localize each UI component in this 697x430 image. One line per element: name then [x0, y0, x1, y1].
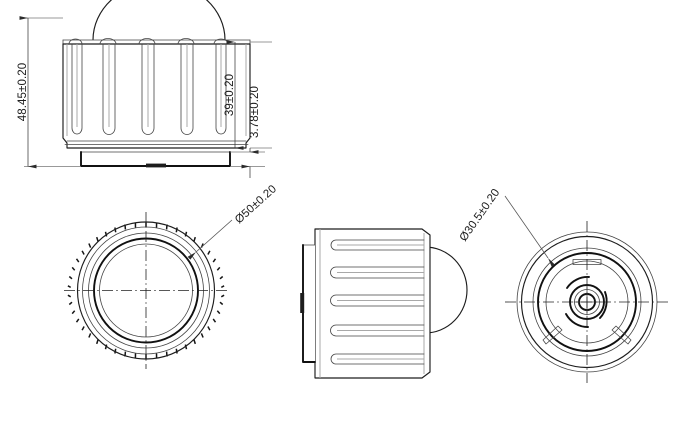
dimension-overall-height: 48.45±0.20 [17, 16, 81, 169]
flute-5 [215, 43, 227, 135]
dimension-base-height: 3.78±0.20 [230, 86, 265, 178]
flute-group [71, 43, 227, 135]
side-flute-1 [330, 239, 425, 251]
dome-arc [92, 0, 226, 41]
bottom-tab-2 [611, 325, 632, 345]
view-side-elevation [300, 228, 468, 379]
side-flute-3 [330, 294, 425, 307]
bottom-tab-3 [542, 325, 563, 345]
bottom-circle-ring-3 [537, 252, 637, 352]
body-outline [62, 43, 251, 149]
view-front-elevation [62, 0, 251, 168]
scallop-3 [138, 38, 156, 45]
scallop-4 [177, 38, 195, 45]
dimension-body-height: 39±0.20 [224, 40, 272, 150]
leader-outer-diameter [187, 219, 233, 260]
flute-3 [141, 43, 155, 135]
base-skirt-fill [81, 152, 230, 166]
side-flute-group [330, 239, 425, 365]
bottom-tab-group [542, 259, 632, 345]
scallop-2 [99, 38, 117, 45]
flute-1 [71, 43, 83, 135]
bottom-arc-2 [599, 291, 608, 319]
base-center-tab [146, 163, 166, 168]
side-dome-arc [424, 246, 468, 334]
side-body-fill [315, 229, 430, 378]
side-flange-outline [302, 244, 316, 363]
flute-2 [102, 43, 116, 135]
bottom-arc-group [565, 276, 608, 328]
bottom-arc-3 [565, 313, 589, 328]
dimension-label-body-height: 39±0.20 [224, 74, 236, 116]
side-base-flange [300, 244, 316, 363]
side-flange-fill [303, 245, 315, 362]
body-fill [63, 40, 250, 148]
side-flute-4 [330, 324, 425, 337]
bottom-arc-1 [566, 276, 590, 289]
flute-4 [180, 43, 194, 135]
dimension-label-base-height: 3.78±0.20 [249, 86, 261, 138]
top-scallop-group [62, 38, 251, 45]
dimension-label-overall-height: 48.45±0.20 [17, 63, 29, 121]
base-skirt-group [80, 151, 231, 168]
scallop-1 [68, 38, 83, 45]
bottom-tab-1 [572, 259, 602, 265]
side-flute-2 [330, 266, 425, 279]
side-flute-5 [330, 353, 425, 365]
leader-inner-diameter [504, 195, 555, 267]
side-body-outline [314, 228, 431, 379]
side-flange-tab [300, 293, 305, 313]
